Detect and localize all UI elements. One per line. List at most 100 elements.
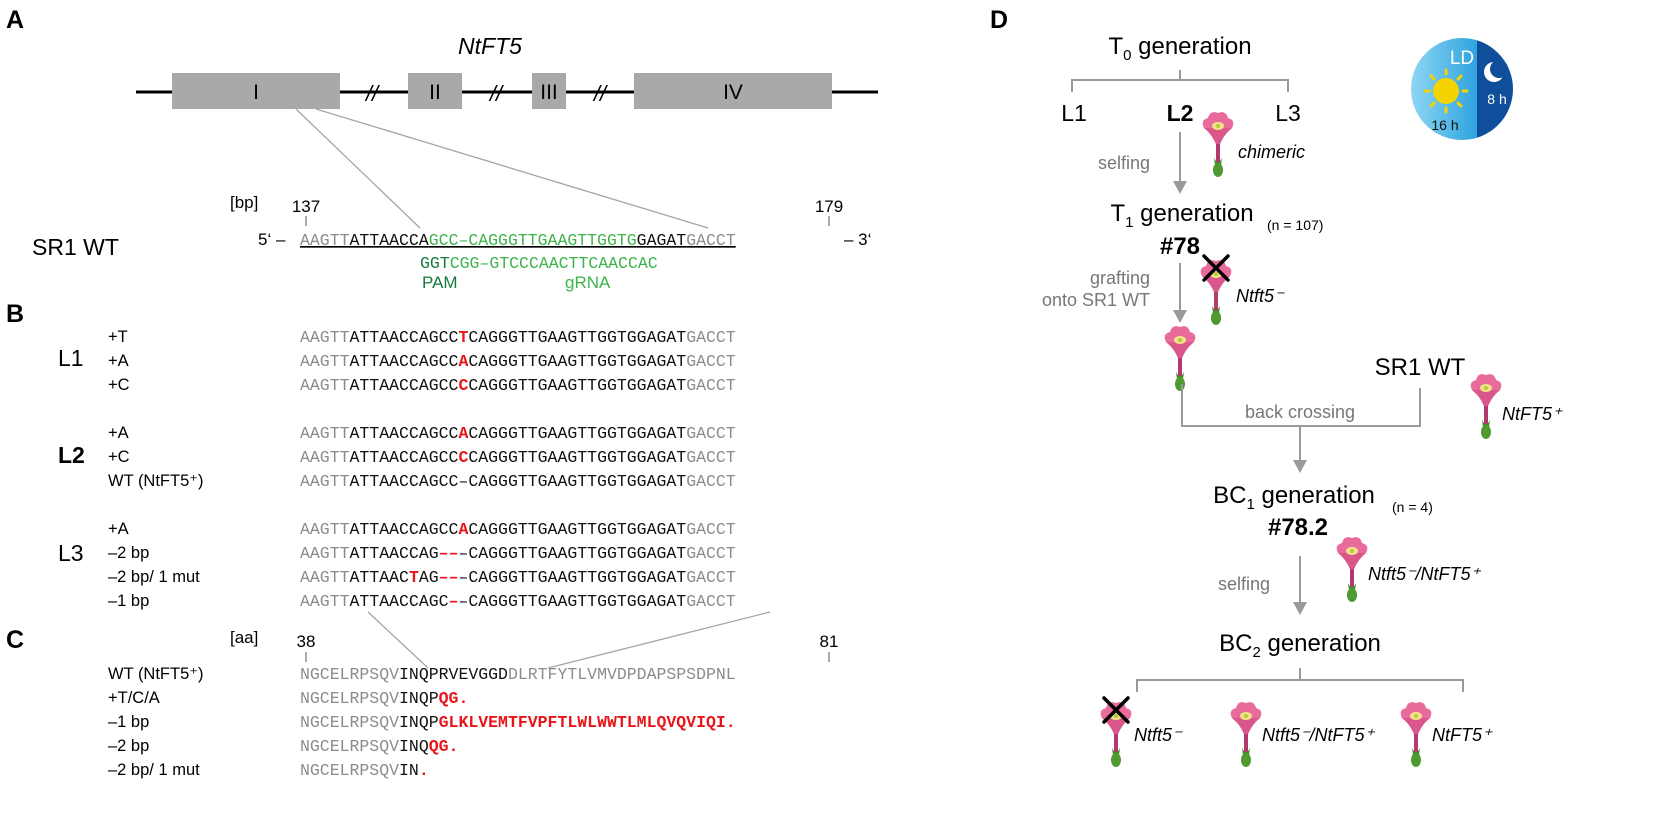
- plant-78: #78: [1160, 233, 1200, 260]
- aa-unit: [aa]: [230, 628, 258, 647]
- flower-icon-chimeric: [1202, 112, 1234, 177]
- cross-icon-t1: [1202, 254, 1230, 282]
- gene-name: NtFT5: [458, 33, 522, 59]
- flower-icon-offspring-3: [1400, 702, 1432, 767]
- sun-icon: [1423, 68, 1469, 114]
- day-hours: 16 h: [1431, 117, 1458, 133]
- panel-a: A NtFT5 I II III IV // // // [bp] 137 17…: [6, 6, 878, 292]
- allele-label: +A: [108, 424, 129, 442]
- hetero-bc1: Ntft5⁻/NtFT5⁺: [1368, 564, 1482, 584]
- allele-sequence: AAGTTATTAACCAGCCACAGGGTTGAAGTTGGTGGAGATG…: [300, 424, 736, 443]
- allele-sequence: AAGTTATTAACCAGCCACAGGGTTGAAGTTGGTGGAGATG…: [300, 352, 736, 371]
- bc1-count: (n = 4): [1392, 499, 1433, 515]
- chimeric-label: chimeric: [1238, 142, 1305, 162]
- flower-icon-grafted: [1164, 326, 1196, 391]
- bp-unit: [bp]: [230, 193, 258, 212]
- translation-line-left: [367, 611, 429, 669]
- panel-c: C [aa] 38 81 WT (NtFT5⁺) NGCELRPSQVINQPR…: [6, 626, 838, 780]
- exon-3-label: III: [540, 81, 558, 104]
- intron-break-1: //: [364, 81, 380, 106]
- flower-icon-offspring-2: [1230, 702, 1262, 767]
- five-prime: 5‘ –: [258, 230, 286, 249]
- three-prime: – 3‘: [844, 230, 871, 249]
- ld-label: LD: [1450, 48, 1474, 69]
- flower-icon-sr1: [1470, 374, 1502, 439]
- complement-seq: GGTCGG–GTCCCAACTTCAACCAC: [420, 254, 658, 273]
- panel-d: D: [990, 6, 1563, 767]
- arrow-backcross: [1293, 426, 1307, 473]
- night-hours: 8 h: [1487, 91, 1506, 107]
- protein-sequence: NGCELRPSQVINQQG.: [300, 737, 458, 756]
- grna-label: gRNA: [565, 273, 611, 292]
- seq-mid-b: GAGAT: [637, 231, 687, 250]
- bc1-generation: BC1 generation: [1213, 482, 1375, 513]
- seq-prefix: AAGTT: [300, 231, 350, 250]
- allele-label: +A: [108, 520, 129, 538]
- allele-label: –1 bp: [108, 592, 149, 610]
- t1-generation: T1 generation: [1110, 200, 1253, 231]
- moon-icon: [1484, 60, 1508, 82]
- exon-4-label: IV: [723, 81, 743, 104]
- allele-rows: +T AAGTTATTAACCAGCCTCAGGGTTGAAGTTGGTGGAG…: [108, 328, 736, 611]
- pos-38: 38: [297, 632, 316, 651]
- line-label-l3: L3: [58, 540, 84, 566]
- exon-1-label: I: [253, 81, 259, 104]
- exon-2-label: II: [429, 81, 441, 104]
- t1-count: (n = 107): [1267, 217, 1323, 233]
- protein-sequence: NGCELRPSQVINQPQG.: [300, 689, 468, 708]
- grafting-label-1: grafting: [1090, 268, 1150, 288]
- exon-3: [532, 73, 566, 109]
- protein-label: –2 bp: [108, 737, 149, 755]
- ntft5-plus-sr1: NtFT5⁺: [1502, 404, 1563, 424]
- panel-c-letter: C: [6, 626, 24, 654]
- line-label-l1: L1: [58, 345, 84, 371]
- pos-137: 137: [292, 197, 320, 216]
- panel-a-letter: A: [6, 6, 24, 34]
- offspring-label-1: Ntft5⁻: [1134, 725, 1183, 745]
- exon-1: [172, 73, 340, 109]
- allele-label: –2 bp/ 1 mut: [108, 568, 200, 586]
- allele-sequence: AAGTTATTAACTAG–––CAGGGTTGAAGTTGGTGGAGATG…: [300, 568, 736, 587]
- protein-label: –1 bp: [108, 713, 149, 731]
- allele-label: +C: [108, 448, 130, 466]
- allele-sequence: AAGTTATTAACCAGCCCCAGGGTTGAAGTTGGTGGAGATG…: [300, 448, 736, 467]
- t0-line-l2: L2: [1167, 100, 1194, 126]
- protein-sequence: NGCELRPSQVINQPGLKLVEMTFVPFTLWLWWTLMLQVQV…: [300, 713, 736, 732]
- protein-label: –2 bp/ 1 mut: [108, 761, 200, 779]
- flower-icon-bc1: [1336, 537, 1368, 602]
- cross-icon-offspring: [1102, 696, 1130, 724]
- t0-generation: T0 generation: [1108, 33, 1251, 64]
- translation-line-right: [547, 611, 771, 669]
- panel-b-letter: B: [6, 300, 24, 328]
- wt-sample-label: SR1 WT: [32, 234, 119, 260]
- allele-sequence: AAGTTATTAACCAGCCTCAGGGTTGAAGTTGGTGGAGATG…: [300, 328, 736, 347]
- arrow-selfing-1: [1173, 132, 1187, 194]
- pam-label: PAM: [422, 273, 458, 292]
- allele-sequence: AAGTTATTAACCAG–––CAGGGTTGAAGTTGGTGGAGATG…: [300, 544, 736, 563]
- intron-break-3: //: [592, 81, 608, 106]
- offspring-label-3: NtFT5⁺: [1432, 725, 1493, 745]
- grafting-label-2: onto SR1 WT: [1042, 290, 1150, 310]
- allele-label: +A: [108, 352, 129, 370]
- bc2-generation: BC2 generation: [1219, 630, 1381, 661]
- wt-sequence: AAGTTATTAACCAGCC–CAGGGTTGAAGTTGGTGGAGATG…: [300, 231, 736, 250]
- allele-label: +C: [108, 376, 130, 394]
- t0-line-l3: L3: [1275, 100, 1301, 126]
- allele-sequence: AAGTTATTAACCAGCC–CAGGGTTGAAGTTGGTGGAGATG…: [300, 472, 736, 491]
- zoom-line-right: [315, 108, 709, 229]
- arrow-selfing-2: [1293, 556, 1307, 615]
- offspring-label-2: Ntft5⁻/NtFT5⁺: [1262, 725, 1376, 745]
- zoom-line-left: [295, 108, 421, 229]
- line-label-l2: L2: [58, 442, 85, 468]
- plant-78-2: #78.2: [1268, 514, 1328, 541]
- sr1-wt-label: SR1 WT: [1375, 354, 1466, 381]
- seq-grna: GCC–CAGGGTTGAAGTTGGTG: [429, 231, 637, 250]
- pos-179: 179: [815, 197, 843, 216]
- allele-label: WT (NtFT5⁺): [108, 472, 203, 490]
- protein-label: WT (NtFT5⁺): [108, 665, 203, 683]
- seq-mid-a: ATTAACCA: [350, 231, 429, 250]
- intron-break-2: //: [488, 81, 504, 106]
- protein-label: +T/C/A: [108, 689, 160, 707]
- arrow-grafting: [1173, 263, 1187, 323]
- complement-rest: CGG–GTCCCAACTTCAACCAC: [450, 254, 658, 273]
